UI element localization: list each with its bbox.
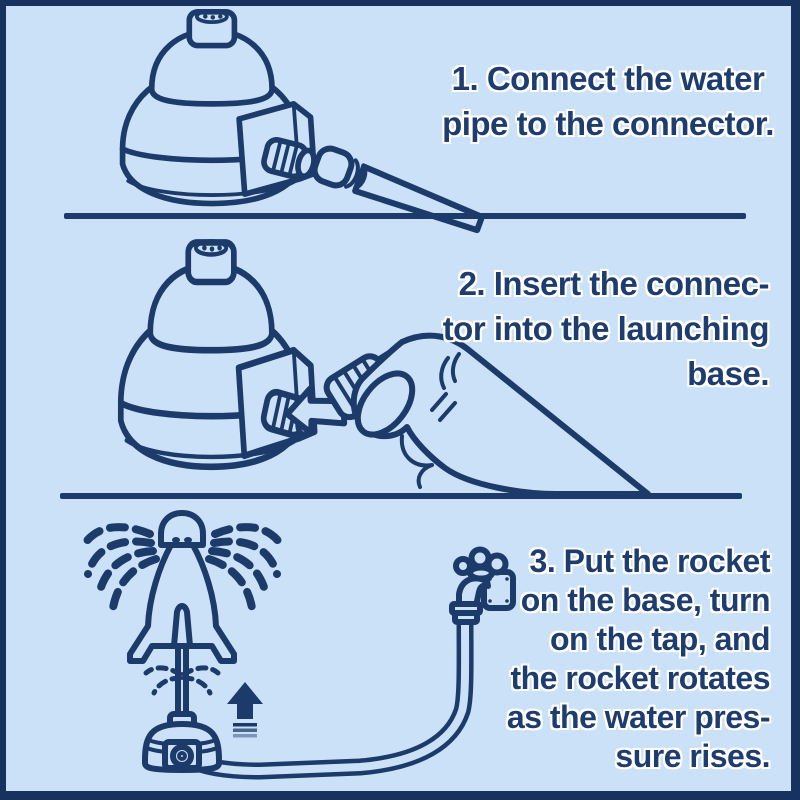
step-2-instruction: 2. Insert the connec- tor into the launc… [409, 261, 770, 396]
step-3-line-5: as the water pres- [506, 699, 771, 735]
launching-base-figure-step1 [123, 11, 318, 204]
up-arrow-icon [227, 682, 263, 738]
garden-hose-figure [177, 619, 474, 780]
step-2-line-2: tor into the launching [442, 310, 770, 347]
step-3-line-6: sure rises. [615, 738, 770, 774]
step-2-line-1: 2. Insert the connec- [458, 265, 770, 302]
step-2-line-3: base. [687, 355, 769, 392]
step-3-line-2: on the base, turn [520, 582, 771, 618]
tap-figure [449, 546, 516, 625]
section-divider-1 [64, 213, 746, 219]
small-spray-figure [143, 665, 221, 696]
launching-base-figure-step2 [121, 241, 318, 467]
step-1-line-2: pipe to the connector. [442, 105, 774, 142]
step-3-line-1: 3. Put the rocket [529, 543, 771, 579]
step-1-instruction: 1. Connect the water pipe to the connect… [418, 56, 798, 146]
section-divider-2 [60, 493, 742, 499]
step-3-instruction: 3. Put the rocket on the base, turn on t… [458, 542, 771, 776]
step-3-line-3: on the tap, and [549, 621, 771, 657]
water-spray-figure [79, 523, 286, 612]
step-3-line-4: the rocket rotates [510, 660, 770, 696]
water-pipe-figure [311, 145, 485, 234]
hand-with-connector-figure [323, 332, 651, 497]
launch-base-bottom-figure [142, 603, 222, 773]
step-1-line-1: 1. Connect the water [451, 60, 765, 97]
